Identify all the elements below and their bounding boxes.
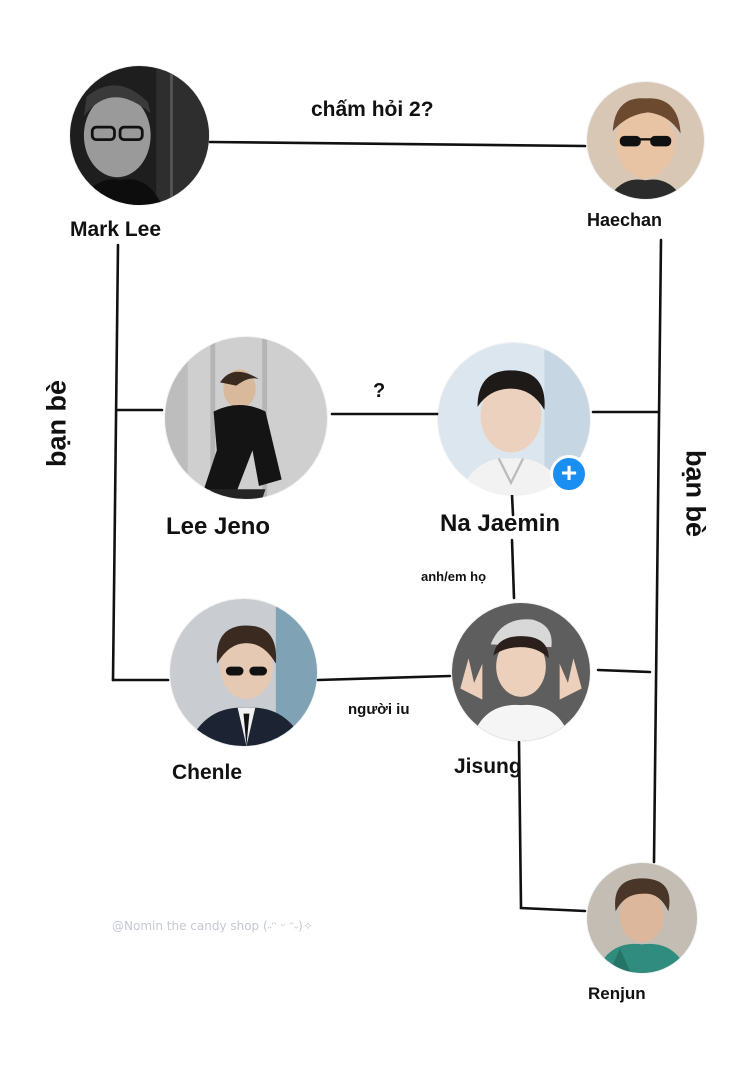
relation-chenle-jisung: người iu	[348, 701, 410, 718]
name-na-jaemin: Na Jaemin	[440, 510, 561, 537]
portrait-renjun	[587, 863, 697, 973]
portrait-chenle	[170, 599, 317, 746]
watermark: @Nomin the candy shop (˶ᵔ ᵕ ᵔ˶)✧	[112, 919, 313, 933]
portrait-na-jaemin	[438, 343, 590, 495]
line-jisung-right	[596, 668, 652, 674]
plus-icon[interactable]: +	[550, 455, 588, 493]
name-lee-jeno: Lee Jeno	[166, 513, 271, 540]
relation-right-column: bạn bè	[680, 449, 711, 537]
relation-jeno-jaemin: ?	[373, 380, 386, 402]
name-mark-lee: Mark Lee	[70, 218, 162, 241]
line-right-vertical	[652, 238, 663, 864]
portrait-lee-jeno	[165, 337, 327, 499]
avatar-lee-jeno	[165, 337, 327, 499]
line-left-vertical	[111, 243, 120, 682]
avatar-jisung	[452, 603, 590, 741]
relation-left-column: bạn bè	[41, 380, 72, 468]
line-chenle-jisung	[316, 674, 452, 682]
relation-jaemin-jisung: anh/em họ	[421, 569, 487, 584]
name-jisung: Jisung	[454, 755, 522, 778]
name-haechan: Haechan	[587, 210, 663, 230]
portrait-jisung	[452, 603, 590, 741]
avatar-renjun	[587, 863, 697, 973]
name-chenle: Chenle	[172, 761, 243, 784]
avatar-mark-lee	[70, 66, 209, 205]
avatar-chenle	[170, 599, 317, 746]
line-jisung-renjun	[517, 740, 587, 913]
portrait-mark-lee	[70, 66, 209, 205]
line-mark-haechan	[208, 140, 587, 148]
line-jaemin-jisung	[510, 493, 516, 600]
name-renjun: Renjun	[588, 984, 646, 1003]
avatar-haechan	[587, 82, 704, 199]
avatar-na-jaemin	[438, 343, 590, 495]
relation-mark-haechan: chấm hỏi 2?	[311, 98, 434, 121]
portrait-haechan	[587, 82, 704, 199]
